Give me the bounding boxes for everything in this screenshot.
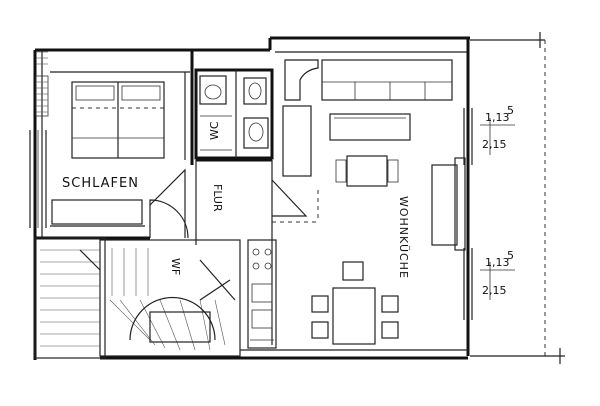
dim-upper-width: 1,13: [485, 111, 510, 124]
window-left: [29, 130, 47, 228]
room-label-flur: FLUR: [211, 184, 224, 212]
double-bed: [71, 81, 165, 159]
room-label-wohnkueche: WOHNKÜCHE: [397, 196, 410, 279]
wardrobe: [51, 199, 143, 225]
room-label-wf: WF: [169, 258, 182, 275]
room-label-schlafen: SCHLAFEN: [62, 176, 139, 191]
wc-room: WC: [194, 68, 274, 160]
windows-right: [463, 108, 515, 320]
dim-lower-sup: 5: [507, 249, 514, 262]
dining-table: [332, 287, 376, 345]
dim-lower-height: 2,15: [482, 284, 507, 297]
wall-hatching-left: [35, 51, 49, 117]
room-label-wc: WC: [208, 121, 221, 140]
dimension-upper: 1,13 5 2,15: [482, 104, 514, 151]
stairs-and-wf: WF: [34, 237, 241, 359]
dim-upper-height: 2,15: [482, 138, 507, 151]
dim-upper-sup: 5: [507, 104, 514, 117]
hallway: FLUR: [149, 158, 319, 345]
bedroom: SCHLAFEN: [35, 50, 194, 240]
dim-lower-width: 1,13: [485, 256, 510, 269]
bedroom-door: [149, 199, 189, 239]
dimension-lower: 1,13 5 2,15: [482, 249, 514, 297]
kitchen-counter: [247, 239, 277, 349]
living-kitchen: WOHNKÜCHE: [247, 59, 466, 349]
